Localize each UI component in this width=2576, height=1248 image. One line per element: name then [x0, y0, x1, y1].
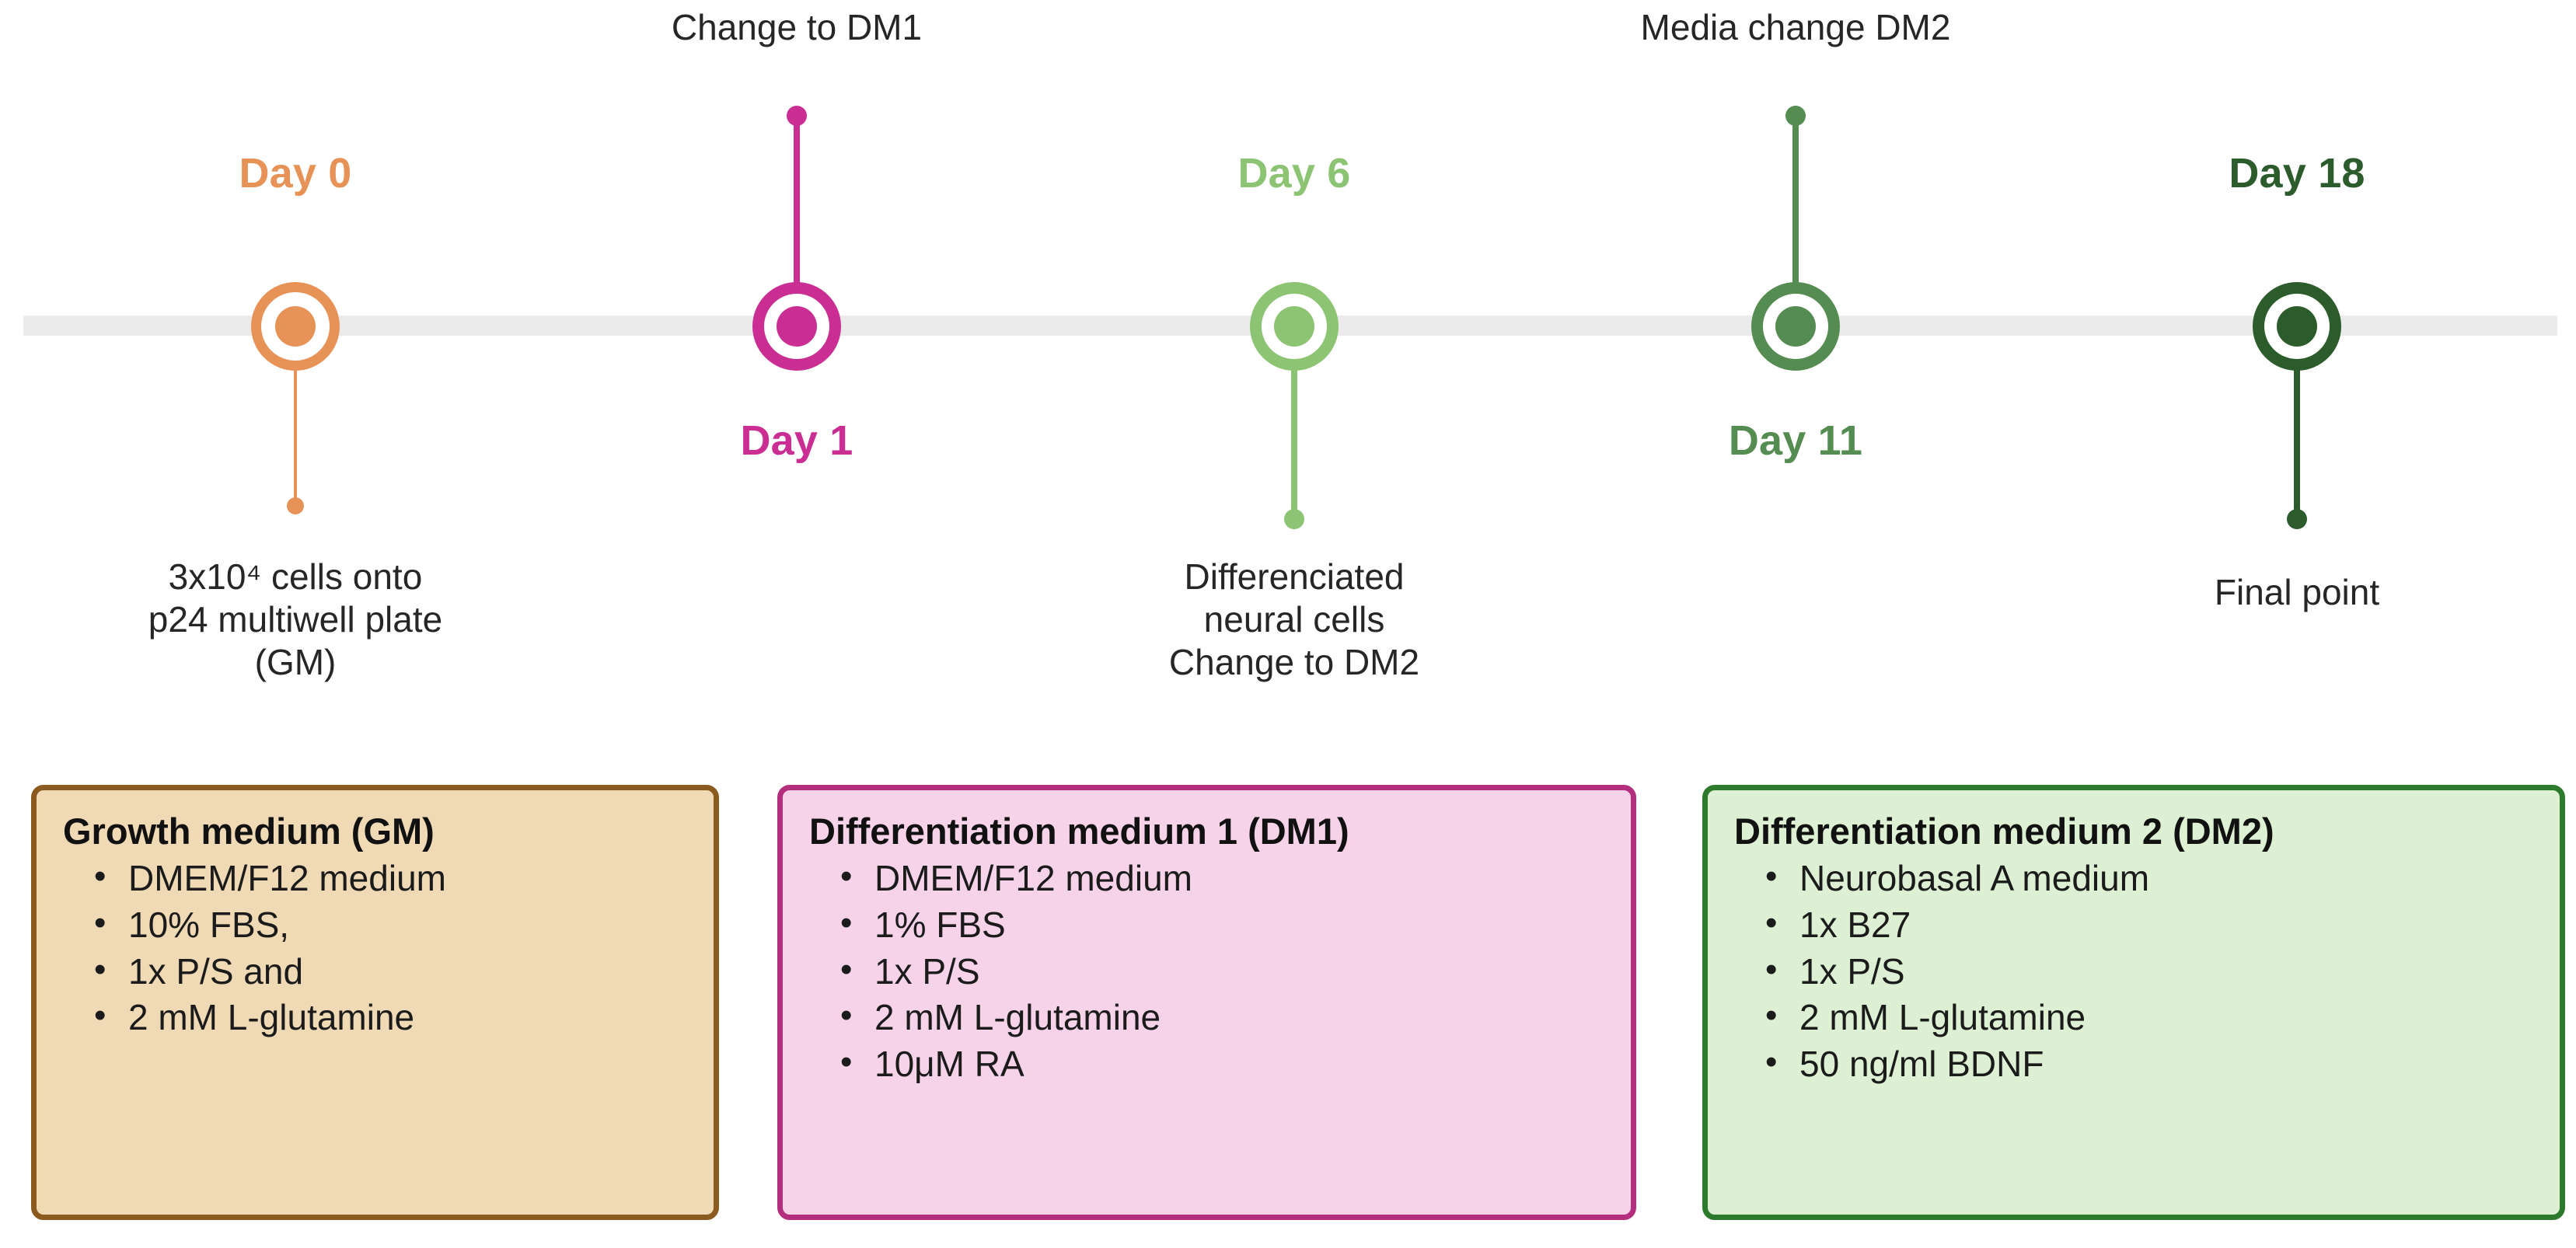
bottom-note-day-18: Final point [2214, 572, 2380, 612]
list-item: 2 mM L-glutamine [94, 993, 687, 1041]
list-item: 1x P/S and [94, 947, 687, 995]
day-label-day-11: Day 11 [1728, 417, 1863, 464]
timeline-node-core-day-0 [275, 306, 316, 347]
medium-box-gm-title: Growth medium (GM) [63, 811, 435, 852]
medium-box-dm1-title: Differentiation medium 1 (DM1) [809, 811, 1349, 852]
list-item: DMEM/F12 medium [94, 854, 687, 902]
medium-box-dm2: Differentiation medium 2 (DM2) Neurobasa… [1702, 785, 2565, 1220]
list-item: Neurobasal A medium [1765, 854, 2533, 902]
medium-box-gm: Growth medium (GM) DMEM/F12 medium 10% F… [31, 785, 719, 1220]
connector-endpoint-day-11 [1785, 106, 1806, 126]
timeline-node-core-day-1 [777, 306, 817, 347]
bottom-note-day-6: Differenciated neural cells Change to DM… [1168, 556, 1420, 683]
top-note-day-1: Change to DM1 [671, 7, 923, 47]
timeline-node-day-1[interactable] [752, 282, 841, 371]
medium-box-dm1: Differentiation medium 1 (DM1) DMEM/F12 … [777, 785, 1636, 1220]
top-note-day-11: Media change DM2 [1640, 7, 1951, 47]
day-label-day-18: Day 18 [2229, 150, 2365, 197]
list-item: DMEM/F12 medium [840, 854, 1604, 902]
list-item: 10% FBS, [94, 901, 687, 949]
list-item: 1x P/S [1765, 947, 2533, 995]
connector-endpoint-day-18 [2287, 509, 2307, 529]
list-item: 1x P/S [840, 947, 1604, 995]
connector-endpoint-day-1 [787, 106, 807, 126]
connector-stem-day-6 [1291, 326, 1297, 517]
timeline-node-day-18[interactable] [2253, 282, 2341, 371]
timeline-node-core-day-6 [1274, 306, 1314, 347]
list-item: 10μM RA [840, 1040, 1604, 1088]
list-item: 50 ng/ml BDNF [1765, 1040, 2533, 1088]
list-item: 1% FBS [840, 901, 1604, 949]
timeline-node-core-day-11 [1775, 306, 1816, 347]
bottom-note-day-0: 3x10⁴ cells onto p24 multiwell plate (GM… [148, 556, 443, 683]
list-item: 1x B27 [1765, 901, 2533, 949]
connector-endpoint-day-6 [1284, 509, 1304, 529]
day-label-day-0: Day 0 [239, 150, 352, 197]
medium-box-dm2-title: Differentiation medium 2 (DM2) [1734, 811, 2274, 852]
day-label-day-6: Day 6 [1237, 150, 1351, 197]
connector-endpoint-day-0 [287, 497, 304, 514]
medium-box-gm-list: DMEM/F12 medium 10% FBS, 1x P/S and 2 mM… [63, 854, 687, 1041]
medium-box-dm1-list: DMEM/F12 medium 1% FBS 1x P/S 2 mM L-glu… [809, 854, 1604, 1088]
connector-stem-day-1 [794, 117, 800, 326]
connector-stem-day-0 [294, 326, 297, 505]
connector-stem-day-18 [2294, 326, 2300, 517]
list-item: 2 mM L-glutamine [1765, 993, 2533, 1041]
list-item: 2 mM L-glutamine [840, 993, 1604, 1041]
timeline-node-core-day-18 [2277, 306, 2317, 347]
timeline-node-day-11[interactable] [1751, 282, 1840, 371]
day-label-day-1: Day 1 [740, 417, 853, 464]
timeline-node-day-6[interactable] [1250, 282, 1339, 371]
timeline-node-day-0[interactable] [251, 282, 340, 371]
medium-box-dm2-list: Neurobasal A medium 1x B27 1x P/S 2 mM L… [1734, 854, 2533, 1088]
connector-stem-day-11 [1792, 117, 1799, 326]
